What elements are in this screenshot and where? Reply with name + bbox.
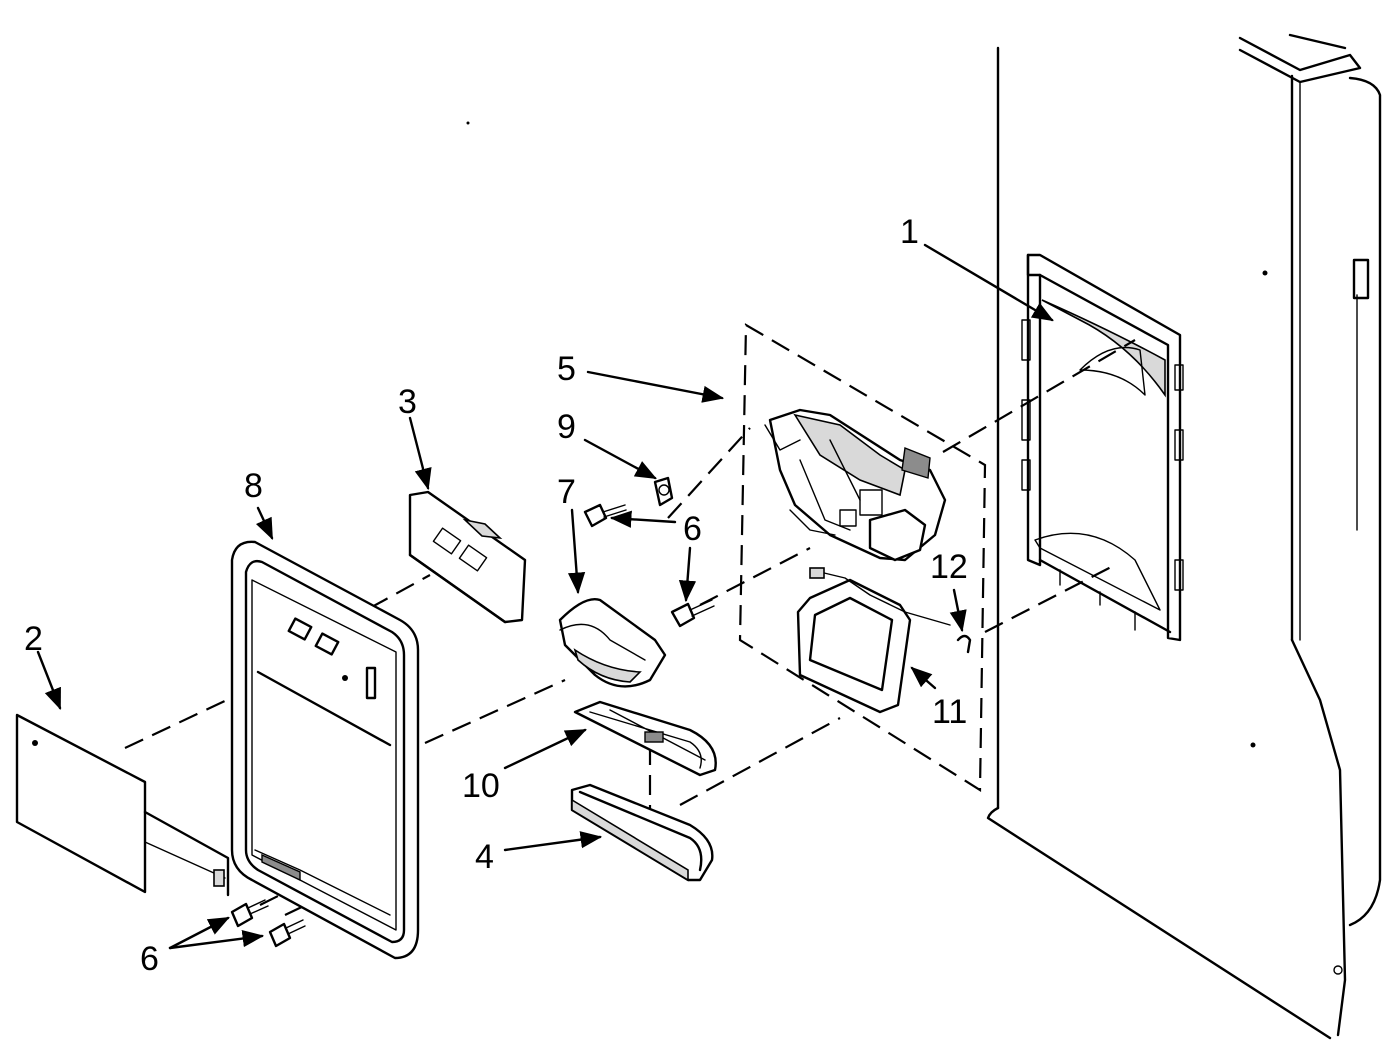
part-5-actuator-assembly bbox=[764, 408, 947, 562]
refrigerator-door bbox=[986, 33, 1382, 1040]
callout-7: 7 bbox=[557, 473, 576, 511]
callout-4: 4 bbox=[475, 838, 494, 876]
screw-middle bbox=[670, 599, 715, 628]
callout-5: 5 bbox=[557, 350, 576, 388]
part-2-cover-panel bbox=[15, 713, 230, 897]
callout-10: 10 bbox=[462, 767, 500, 805]
dashed-assembly-outline bbox=[124, 323, 1136, 916]
leader-arrows bbox=[36, 243, 1054, 950]
callout-8: 8 bbox=[244, 467, 263, 505]
part-9-clamp bbox=[653, 476, 674, 507]
part-8-dispenser-frame bbox=[230, 540, 420, 960]
callout-labels: 1 2 3 4 5 6 6 6 7 8 9 10 11 12 bbox=[24, 213, 968, 978]
callout-1: 1 bbox=[900, 213, 919, 251]
screw-upper bbox=[583, 503, 627, 528]
part-3-control-board bbox=[408, 490, 527, 624]
screw-lower-left bbox=[230, 899, 269, 928]
screw-lower-right bbox=[268, 919, 306, 948]
callout-3: 3 bbox=[398, 383, 417, 421]
part-10-drip-grille bbox=[573, 700, 717, 777]
callout-12: 12 bbox=[930, 548, 968, 586]
callout-6-upper: 6 bbox=[683, 510, 702, 548]
callout-6-lower: 6 bbox=[140, 940, 159, 978]
part-12-clip bbox=[956, 634, 972, 654]
part-4-drip-tray bbox=[570, 783, 714, 882]
part-11-actuator-pad bbox=[796, 567, 951, 714]
callout-2: 2 bbox=[24, 620, 43, 658]
callout-9: 9 bbox=[557, 408, 576, 446]
part-1-dispenser-housing bbox=[1021, 253, 1184, 642]
part-7-bracket bbox=[558, 598, 667, 688]
callout-11: 11 bbox=[932, 693, 967, 731]
